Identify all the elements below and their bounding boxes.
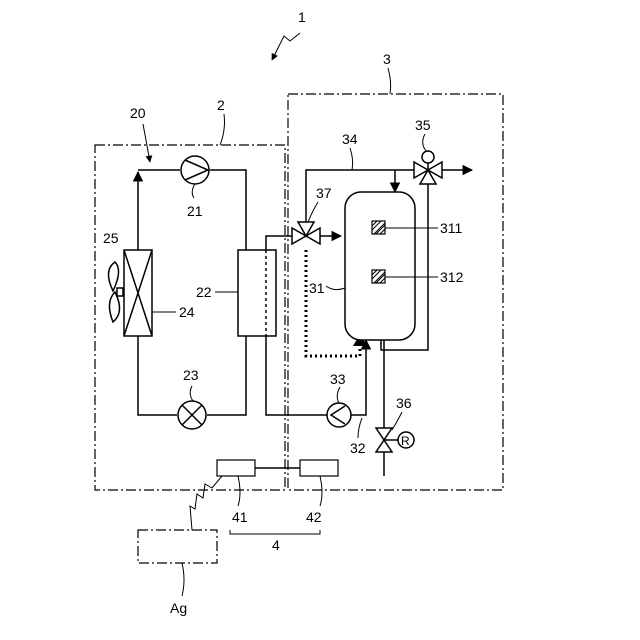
water-heat-exchanger-label: 22 [196,284,212,300]
refrigerant-circuit-leader [143,124,150,162]
bypass-pipe-leader [350,148,353,170]
tank-sensor-upper-label: 311 [440,220,463,236]
pump-icon [327,403,351,427]
relief-valve-icon: R [376,428,414,452]
wireless-link [190,476,222,530]
water-pipe-return [266,336,327,415]
pump-label: 33 [330,371,346,387]
outdoor-unit-label: 2 [217,97,225,113]
relief-valve-mark: R [401,434,410,448]
tank-sensor-lower-label: 312 [440,269,464,285]
three-way-valve-icon [292,222,320,244]
relief-valve-leader [392,412,402,430]
control-label: 4 [272,537,280,553]
system-arrow [272,33,300,60]
expansion-valve-icon [178,401,206,429]
system-label: 1 [298,9,306,25]
air-heat-exchanger-label: 24 [179,304,195,320]
air-heat-exchanger-icon [124,250,152,336]
water-pipe-label: 32 [350,440,366,456]
tank-leader [326,286,345,290]
mixing-valve-leader [423,134,426,151]
tank-sensor-upper-icon [372,221,385,234]
expansion-valve-label: 23 [183,367,199,383]
water-heat-exchanger-icon [238,250,276,336]
controller-b-leader [320,476,322,506]
tank-sensor-lower-icon [372,270,385,283]
three-way-valve-leader [308,202,318,222]
refrigerant-pipe-bottom-left [138,336,177,415]
refrigerant-pipe-top-right [210,170,246,250]
refrigerant-pipe-right-bottom [207,336,246,415]
controller-b-label: 42 [306,509,322,525]
tank-unit-leader [388,68,391,94]
tank-unit-label: 3 [383,51,391,67]
compressor-label: 21 [187,203,203,219]
expansion-valve-leader [190,386,193,401]
fan-icon [108,262,124,322]
controller-a-box [217,460,255,476]
compressor-leader [192,184,195,198]
outdoor-unit-leader [220,114,225,145]
external-device-label: Ag [170,600,187,616]
mixing-valve-icon [414,151,442,184]
fan-label: 25 [103,230,119,246]
compressor-icon [181,156,209,184]
controller-b-box [300,460,338,476]
mixing-valve-label: 35 [415,117,431,133]
refrigerant-circuit-label: 20 [130,105,146,121]
pump-leader [337,387,340,403]
bypass-pipe-label: 34 [342,131,358,147]
controller-a-label: 41 [232,509,248,525]
tank-label: 31 [309,280,325,296]
external-device-box [138,530,217,563]
controller-a-leader [238,476,240,506]
control-bracket [230,530,320,534]
external-device-leader [182,563,184,596]
tank-icon [345,192,415,340]
water-pipe-leader [358,418,362,438]
three-way-valve-label: 37 [316,185,332,201]
relief-valve-label: 36 [396,395,412,411]
water-pipe-pump-to-tank [351,340,366,415]
